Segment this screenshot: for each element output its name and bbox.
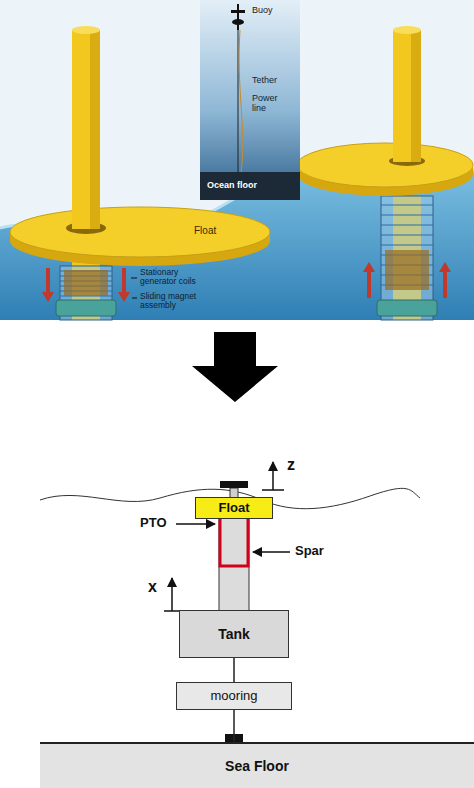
buoy-symbol	[237, 4, 239, 30]
spar	[393, 30, 421, 162]
float-disk	[10, 207, 270, 257]
magnet-assembly	[64, 270, 108, 296]
motion-arrow	[363, 262, 451, 298]
axis-arrow	[272, 462, 274, 490]
float-box: Float	[195, 497, 273, 519]
node-text: mooring	[211, 689, 258, 704]
power-line	[239, 30, 243, 172]
leader-arrow	[176, 523, 215, 525]
connector-line	[233, 710, 235, 742]
spar-top	[72, 26, 100, 34]
buoy-symbol	[232, 19, 244, 25]
node-text: Float	[218, 501, 249, 516]
collar	[56, 300, 116, 316]
motion-arrow	[42, 268, 130, 302]
spar-shade	[411, 30, 421, 162]
sea-floor-band: Sea Floor	[40, 742, 474, 788]
ocean-floor-band	[200, 172, 300, 200]
generator-coils	[60, 271, 112, 296]
node-text: Sea Floor	[225, 758, 289, 774]
tether-line	[238, 30, 239, 172]
part-label: Sliding magnet assembly	[140, 292, 204, 311]
tank-box: Tank	[179, 610, 289, 658]
part-label: PTO	[140, 516, 167, 530]
magnet-assembly	[385, 250, 429, 290]
part-label: Float	[194, 225, 216, 236]
part-label: Stationary generator coils	[140, 268, 204, 287]
inset-panel	[200, 0, 300, 200]
float-disk	[297, 143, 473, 187]
down-arrow	[192, 332, 278, 402]
leader-line	[131, 278, 137, 298]
inset-label: Tether	[252, 76, 277, 86]
inset-label: Buoy	[252, 6, 273, 16]
leader-arrow	[253, 551, 290, 553]
node-text: Tank	[218, 626, 250, 642]
inset-label: Power line	[252, 94, 286, 114]
inset-label: Ocean floor	[207, 181, 257, 191]
spar-shade	[90, 30, 100, 229]
collar	[377, 300, 437, 316]
spar	[72, 30, 100, 229]
part-label: Spar	[295, 544, 324, 558]
mooring-box: mooring	[176, 682, 292, 710]
spar-top	[393, 26, 421, 34]
axis-arrow	[171, 578, 173, 611]
spar-cap	[220, 481, 248, 488]
connector-line	[233, 658, 235, 682]
spar	[219, 516, 249, 612]
axis-label: x	[148, 578, 157, 596]
axis-tick	[262, 489, 284, 491]
axis-label: z	[287, 456, 295, 474]
sky	[0, 0, 474, 320]
pto-box	[220, 517, 248, 566]
buoy-symbol	[231, 10, 245, 13]
